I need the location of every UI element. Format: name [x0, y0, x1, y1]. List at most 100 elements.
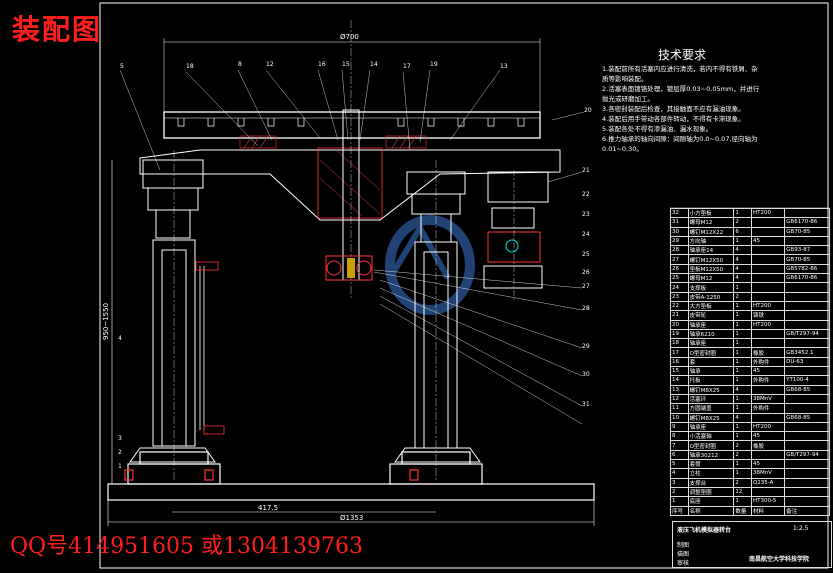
part-callout: 26 — [582, 269, 590, 276]
bom-note: GB6170-86 — [784, 273, 830, 284]
bom-name: 大方垫板 — [687, 300, 735, 312]
watermark — [385, 215, 475, 315]
bom-name: 螺钉M8X25 — [687, 384, 735, 395]
title-block-checker: 描图 — [677, 551, 690, 558]
bom-material — [750, 328, 786, 340]
bom-note — [784, 300, 830, 312]
part-callout: 22 — [582, 191, 590, 198]
bom-note: GB70-85 — [784, 254, 830, 265]
part-callout: 24 — [582, 231, 590, 238]
bom-name: 小活塞轴 — [687, 431, 735, 442]
bom-name: 方向轴 — [687, 235, 735, 247]
bom-material: 38MnV — [750, 468, 786, 479]
tech-item: 质等影响装配。 — [602, 75, 648, 83]
bom-qty: 1 — [733, 328, 752, 340]
part-callout: 15 — [342, 61, 350, 68]
dim-bottom-left: 417.5 — [258, 504, 278, 512]
bom-note: GB/T297-94 — [784, 449, 830, 461]
part-callout: 23 — [582, 211, 590, 218]
bom-name: 轴承座 — [687, 421, 735, 433]
bom-name: 调整垫圈 — [687, 486, 735, 498]
bom-material — [750, 273, 786, 284]
bom-note — [784, 421, 830, 433]
bom-qty: 1 — [733, 468, 752, 479]
bom-qty: 4 — [733, 273, 752, 284]
bom-index: 32 — [670, 207, 689, 219]
bom-index: 15 — [670, 366, 689, 377]
bom-material — [750, 449, 786, 461]
bom-qty: 1 — [733, 431, 752, 442]
top-plate: Ø700 — [163, 33, 541, 139]
part-callout: 4 — [118, 335, 122, 342]
bom-qty: 4 — [733, 412, 752, 423]
bom-index: 12 — [670, 393, 689, 405]
bom-qty: 1 — [733, 338, 752, 349]
bom-material — [750, 486, 786, 498]
bom-qty: 1 — [733, 375, 752, 386]
bom-material — [750, 226, 786, 237]
part-callout: 20 — [584, 107, 592, 114]
bom-name: 套筒 — [687, 458, 735, 470]
bom-note: GB68-85 — [784, 384, 830, 395]
bom-name: 小方垫板 — [687, 207, 735, 219]
bom-qty: 4 — [733, 254, 752, 265]
bom-qty: 1 — [733, 403, 752, 414]
title-block-name: 液压飞机模拟器转台 — [677, 527, 732, 534]
part-callout: 5 — [120, 63, 124, 70]
bom-material — [750, 245, 786, 256]
bom-note — [784, 282, 830, 293]
part-callout: 8 — [238, 61, 242, 68]
bom-name: 立柱 — [687, 468, 735, 479]
bom-note — [784, 440, 830, 451]
bom-note — [784, 468, 830, 479]
bom-note — [784, 291, 830, 302]
part-callout: 21 — [582, 167, 590, 174]
bom-name: 支撑台 — [687, 477, 735, 488]
tech-item: 0.01~0.30。 — [602, 145, 643, 153]
bom-index: 22 — [670, 300, 689, 312]
hydraulic-pipe — [195, 261, 225, 435]
bom-index: 9 — [670, 421, 689, 433]
contact-info: QQ号414951605 或1304139763 — [10, 534, 364, 559]
bom-index: 4 — [670, 468, 689, 479]
part-callout: 14 — [370, 61, 378, 68]
bom-index: 13 — [670, 384, 689, 395]
bom-material: HT200 — [750, 421, 786, 433]
bom-index: 26 — [670, 263, 689, 275]
bom-material: 38MnV — [750, 393, 786, 405]
bom-note: DU-63 — [784, 356, 830, 368]
bom-material: 45 — [750, 431, 786, 442]
bom-index: 11 — [670, 403, 689, 414]
bom-index: 6 — [670, 449, 689, 461]
bom-name: 皮带轮 — [687, 310, 735, 321]
part-callout: 3 — [118, 435, 122, 442]
bom-material — [750, 291, 786, 302]
part-callout: 27 — [582, 283, 590, 290]
bom-note — [784, 235, 830, 247]
bom-qty: 1 — [733, 300, 752, 312]
bom-name: 方圆端盖 — [687, 403, 735, 414]
bom-index: 16 — [670, 356, 689, 368]
bom-qty: 2 — [733, 291, 752, 302]
bom-material: 铸铁 — [750, 310, 786, 321]
bom-material: 45 — [750, 458, 786, 470]
motor-pulley — [483, 170, 549, 300]
tech-item: 2.活塞表面镀铬处理，镀层厚0.03~0.05mm，并进行 — [602, 85, 760, 93]
bom-index: 2 — [670, 486, 689, 498]
dim-height: 950~1550 — [102, 303, 110, 340]
bom-note — [784, 310, 830, 321]
bom-material: 橡胶 — [750, 347, 786, 358]
title-block-designer: 制图 — [677, 542, 690, 549]
bom-index: 29 — [670, 235, 689, 247]
